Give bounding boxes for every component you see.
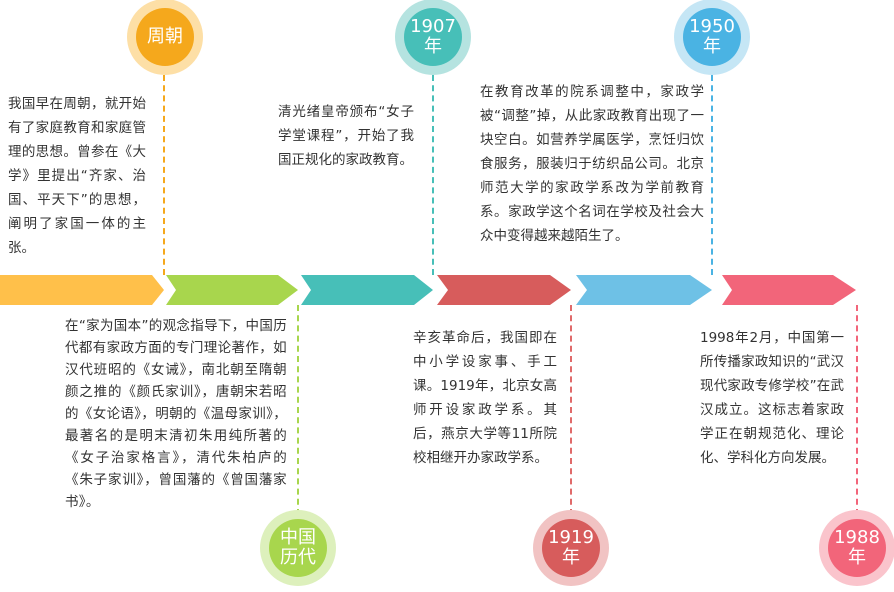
milestone-text-1919: 辛亥革命后，我国即在中小学设家事、手工课。1919年，北京女高师开设家政学系。其… bbox=[413, 330, 557, 466]
milestone-text-1988: 1998年2月，中国第一所传播家政知识的“武汉现代家政专修学校”在武汉成立。这标… bbox=[700, 330, 844, 466]
milestone-badge-lidai: 中国历代 bbox=[260, 510, 336, 586]
milestone-text-1950: 在教育改革的院系调整中，家政学被“调整”掉，从此家政教育出现了一块空白。如营养学… bbox=[480, 84, 704, 244]
badge-year: 1919 bbox=[548, 527, 594, 548]
connector-1907 bbox=[432, 75, 434, 275]
arrow-segment-zhou bbox=[0, 275, 164, 305]
badge-unit: 年 bbox=[848, 547, 866, 568]
arrow-segment-1907 bbox=[301, 275, 433, 305]
badge-year: 1988 bbox=[834, 527, 880, 548]
badge-label: 历代 bbox=[280, 547, 316, 568]
badge-label: 中国 bbox=[280, 527, 316, 548]
badge-unit: 年 bbox=[424, 36, 442, 57]
badge-year: 1950 bbox=[689, 16, 735, 37]
timeline-arrows bbox=[0, 275, 856, 305]
milestone-badge-zhou: 周朝 bbox=[127, 0, 203, 75]
milestone-text-lidai: 在“家为国本”的观念指导下，中国历代都有家政方面的专门理论著作，如汉代班昭的《女… bbox=[65, 318, 287, 510]
arrow-segment-1950 bbox=[576, 275, 712, 305]
connector-lidai bbox=[297, 305, 299, 515]
milestone-text-zhou: 我国早在周朝，就开始有了家庭教育和家庭管理的思想。曾参在《大学》里提出“齐家、治… bbox=[8, 96, 146, 256]
arrow-segment-1919 bbox=[437, 275, 571, 305]
arrow-segment-1988 bbox=[722, 275, 856, 305]
connector-1950 bbox=[711, 75, 713, 275]
badge-unit: 年 bbox=[703, 36, 721, 57]
badge-year: 1907 bbox=[410, 16, 456, 37]
milestone-text-1907: 清光绪皇帝颁布“女子学堂课程”，开始了我国正规化的家政教育。 bbox=[278, 104, 414, 168]
connector-zhou bbox=[163, 75, 165, 275]
connector-1919 bbox=[570, 305, 572, 515]
badge-label: 周朝 bbox=[147, 26, 183, 47]
connector-1988 bbox=[856, 305, 858, 515]
badge-unit: 年 bbox=[562, 547, 580, 568]
arrow-segment-lidai bbox=[166, 275, 298, 305]
